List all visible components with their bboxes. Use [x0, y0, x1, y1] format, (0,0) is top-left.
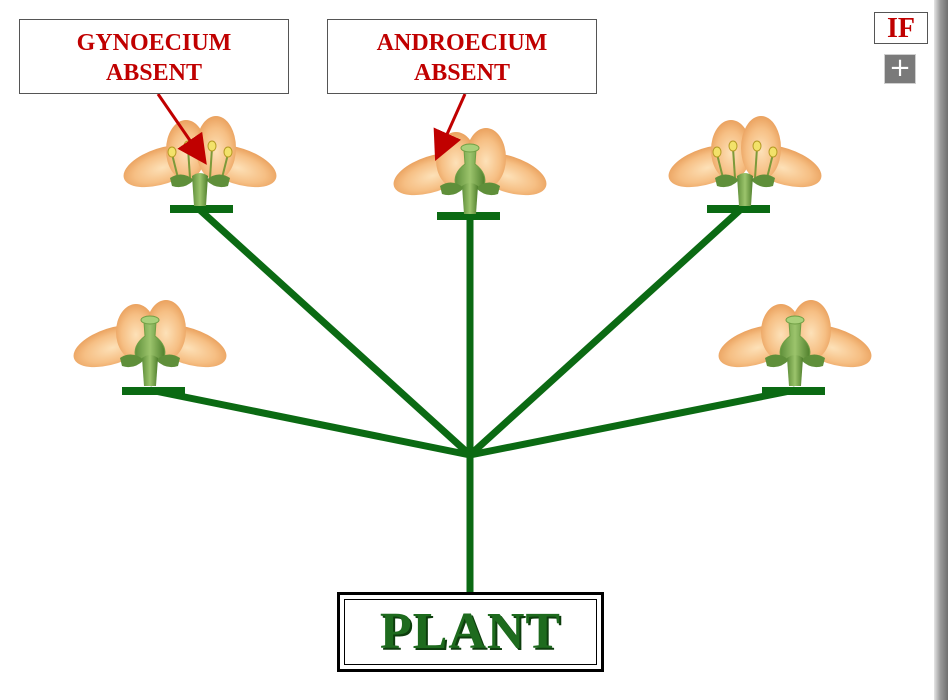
plant-label: PLANT	[344, 599, 597, 665]
receptacle-top-right	[707, 205, 770, 213]
androecium-absent-label: ANDROECIUM ABSENT	[327, 19, 597, 94]
receptacle-top-left	[170, 205, 233, 213]
branch-middle-left	[149, 386, 471, 459]
receptacle-middle-left	[122, 387, 185, 395]
branch-middle-right	[469, 386, 796, 459]
gynoecium-absent-label: GYNOECIUM ABSENT	[19, 19, 289, 94]
androecium-label-line2: ABSENT	[413, 60, 511, 86]
gynoecium-arrow	[156, 93, 207, 165]
plus-button[interactable]: +	[884, 54, 916, 84]
gynoecium-label-line1: GYNOECIUM	[76, 30, 232, 56]
gynoecium-label-line2: ABSENT	[105, 60, 203, 86]
flower-middle-right	[712, 299, 878, 387]
branch-top-left	[197, 207, 473, 458]
receptacle-middle-right	[762, 387, 825, 395]
receptacle-top-center	[437, 212, 500, 220]
window-edge	[934, 0, 948, 700]
stem-lines	[149, 207, 796, 595]
if-badge[interactable]: IF	[874, 12, 928, 44]
androecium-label-line1: ANDROECIUM	[376, 30, 548, 56]
plant-box: PLANT	[337, 592, 604, 672]
branch-top-right	[467, 207, 743, 458]
androecium-arrow	[433, 93, 467, 161]
receptacle-bars	[122, 205, 825, 395]
flower-top-left	[117, 115, 283, 207]
flower-middle-left	[67, 299, 233, 387]
flower-top-right	[662, 115, 828, 207]
flower-top-center	[387, 127, 553, 215]
